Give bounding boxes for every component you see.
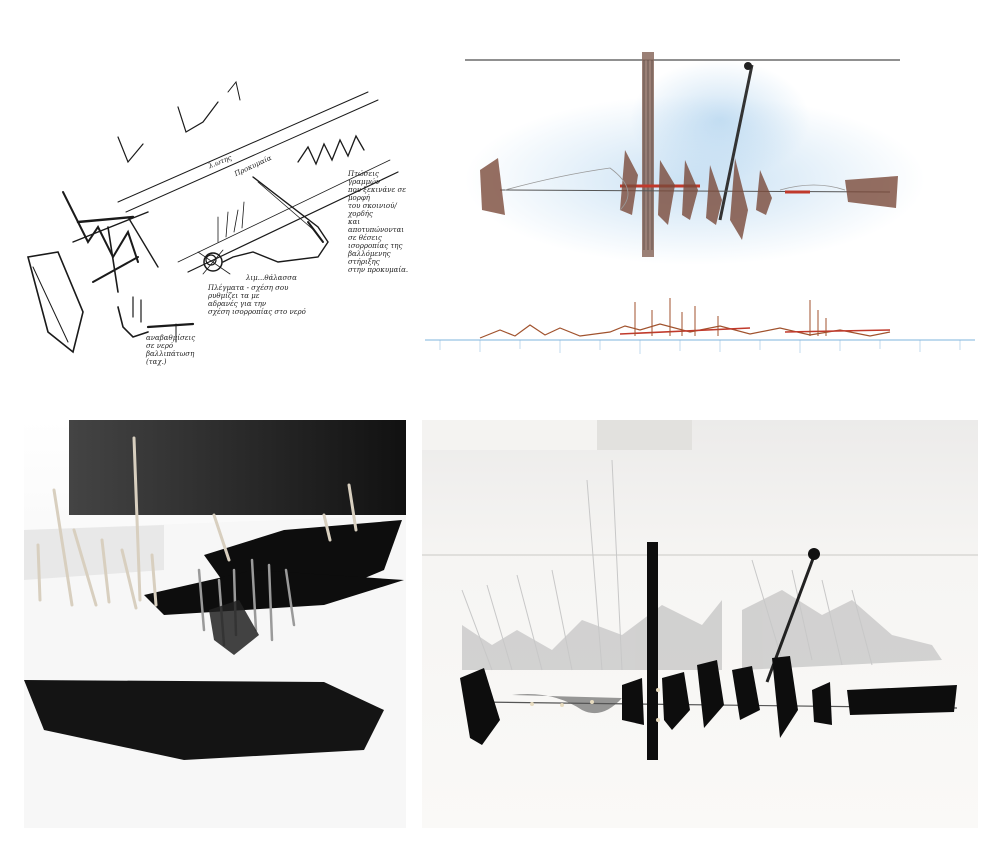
plan-elevation-drawing-panel [420,40,980,380]
model-elevation-image [422,420,978,828]
note-right: Πτώσεις γραμμών που ξεκινάνε σε μορφή το… [348,170,409,274]
model-photo-elevation [422,420,978,828]
site-sketch-panel: λ.ωτης Προκυμαία λιμ...θάλασσα Πτώσεις γ… [18,52,410,374]
note-center: Πλέγματα - σχέση σου ρυθμίζει τα με αδρα… [208,284,306,316]
plan-elevation-drawing [425,52,975,354]
label-sea: λιμ...θάλασσα [246,274,297,282]
site-sketch [27,80,399,354]
model-photo-perspective [24,420,406,828]
model-perspective-image [24,420,406,828]
note-left: αναβαθμίσεις σε νερό βαλλιπάτωση (ταχ.) [146,334,196,366]
